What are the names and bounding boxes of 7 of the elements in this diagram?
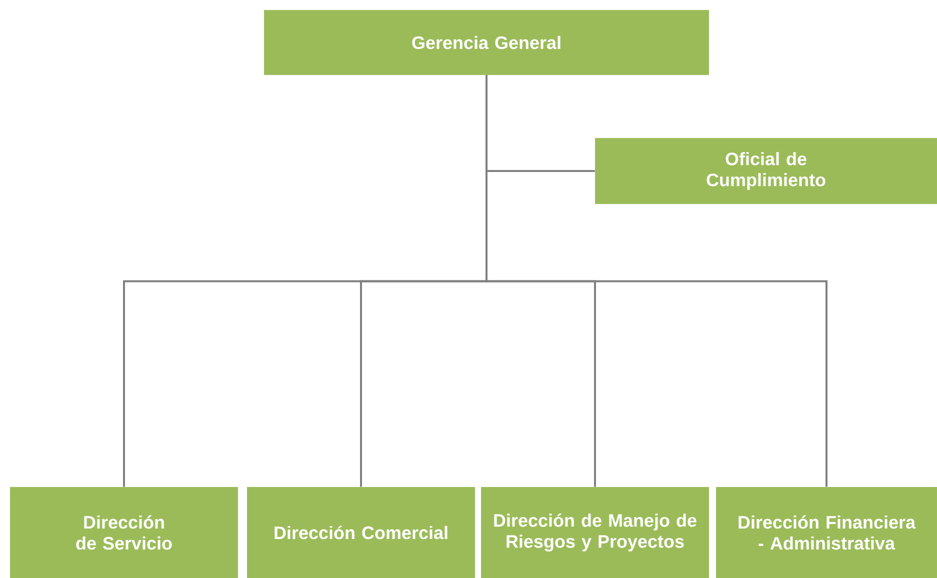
org-box: Oficial de Cumplimiento <box>595 138 937 204</box>
org-box: Gerencia General <box>264 10 709 75</box>
connector-line <box>486 75 828 487</box>
org-box: Dirección Financiera - Administrativa <box>716 486 937 578</box>
org-box: Dirección de Manejo de Riesgos y Proyectos <box>481 486 709 578</box>
org-box: Dirección Comercial <box>247 486 475 578</box>
org-box: Dirección de Servicio <box>10 486 238 578</box>
